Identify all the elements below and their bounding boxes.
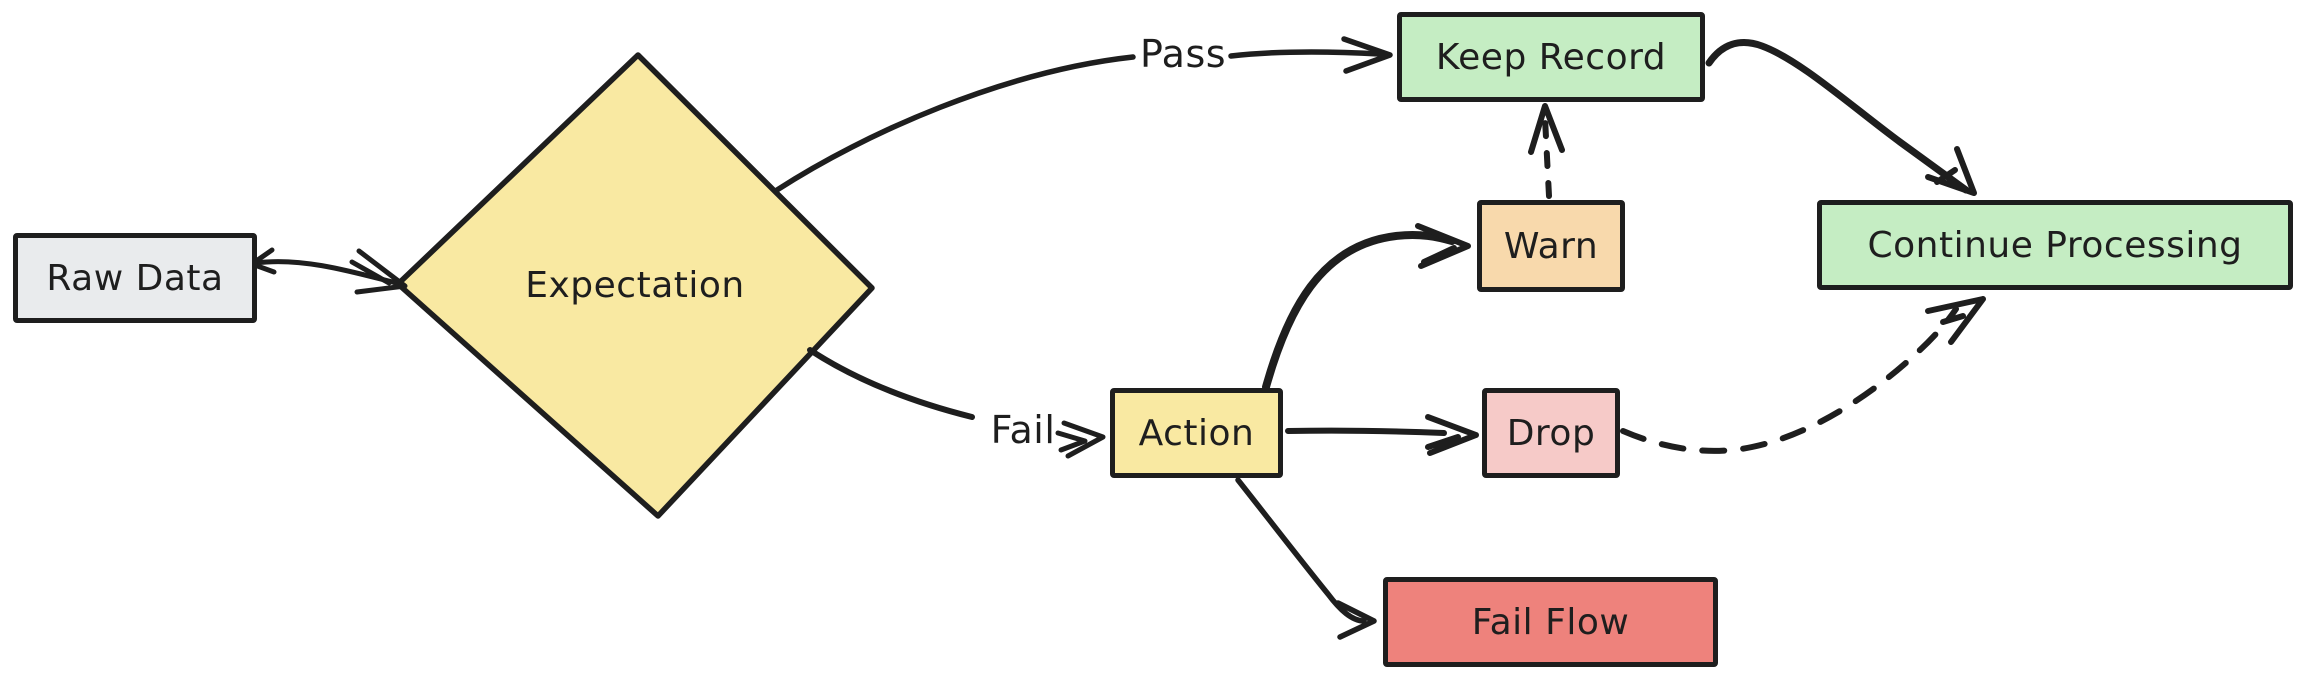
- edge-raw-data-to-expectation[interactable]: [249, 247, 408, 295]
- arrowhead-into-keep-record: [1341, 36, 1393, 74]
- edge-action-to-fail-flow[interactable]: [1235, 477, 1377, 640]
- edge-action-to-warn[interactable]: [1262, 223, 1471, 391]
- expectation-diamond-shape[interactable]: [395, 52, 875, 519]
- node-action-label: Action: [1138, 412, 1255, 454]
- node-keep-record-label: Keep Record: [1435, 36, 1667, 78]
- arrowhead-into-continue-top: [1925, 146, 1977, 196]
- edge-keep-record-to-continue-processing[interactable]: [1705, 39, 1977, 196]
- node-warn[interactable]: Warn: [1477, 200, 1625, 292]
- node-action[interactable]: Action: [1110, 388, 1283, 478]
- node-drop[interactable]: Drop: [1482, 388, 1620, 478]
- node-keep-record[interactable]: Keep Record: [1397, 12, 1705, 102]
- arrowhead-into-warn: [1415, 223, 1471, 269]
- edge-drop-to-continue-processing[interactable]: [1620, 296, 1986, 454]
- node-warn-label: Warn: [1503, 225, 1599, 267]
- node-raw-data[interactable]: Raw Data: [13, 233, 257, 323]
- arrowhead-into-drop: [1425, 414, 1479, 456]
- arrowhead-into-keep-record-bottom: [1528, 103, 1565, 155]
- edge-expectation-to-action[interactable]: [807, 347, 1106, 459]
- edge-label-pass: Pass: [1139, 32, 1227, 76]
- node-raw-data-label: Raw Data: [46, 257, 224, 299]
- edge-label-fail: Fail: [990, 408, 1056, 452]
- edge-action-to-drop[interactable]: [1285, 414, 1479, 456]
- node-drop-label: Drop: [1506, 412, 1596, 454]
- edge-expectation-to-keep-record[interactable]: [774, 36, 1393, 193]
- arrowhead-into-action: [1055, 420, 1106, 459]
- arrowhead-into-expectation: [349, 248, 408, 295]
- edge-warn-to-keep-record[interactable]: [1528, 103, 1565, 199]
- node-continue-processing-label: Continue Processing: [1867, 224, 2243, 266]
- arrowhead-into-continue-bottom: [1925, 296, 1986, 345]
- node-fail-flow[interactable]: Fail Flow: [1383, 577, 1718, 667]
- node-fail-flow-label: Fail Flow: [1471, 601, 1630, 643]
- arrowhead-into-fail-flow: [1335, 600, 1377, 640]
- node-continue-processing[interactable]: Continue Processing: [1817, 200, 2293, 290]
